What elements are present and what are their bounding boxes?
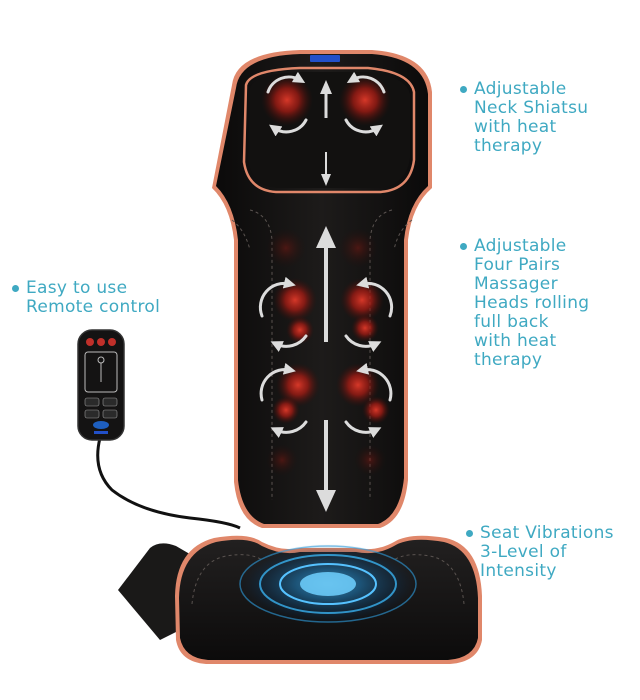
brand-logo (310, 55, 340, 62)
neck-heat-right (339, 74, 391, 126)
remote-cable (96, 437, 241, 530)
arrow-circle-icon (259, 362, 308, 438)
arrow-circle-icon (344, 71, 386, 137)
feature-line: full back (474, 312, 549, 332)
feature-line: Four Pairs (474, 255, 561, 275)
feature-line: 3-Level of (480, 542, 567, 562)
feature-line: Adjustable (474, 79, 567, 99)
feature-line: with heat (474, 331, 557, 351)
arrow-double-icon (320, 80, 332, 186)
neck-heat-left (261, 74, 313, 126)
feature-neck-shiatsu: Adjustable Neck Shiatsu with heat therap… (460, 79, 589, 156)
feature-line: Heads rolling (474, 293, 590, 313)
rotation-arrows (258, 71, 394, 438)
stitching (231, 209, 413, 500)
feature-line: with heat (474, 117, 557, 137)
feature-line: Neck Shiatsu (474, 98, 589, 118)
back-heat (340, 278, 384, 322)
arrow-circle-icon (344, 276, 394, 352)
feature-line: Massager (474, 274, 558, 294)
remote-control (77, 329, 125, 441)
feature-line: Remote control (26, 297, 161, 317)
feature-line: therapy (474, 136, 543, 156)
arrow-double-icon (316, 226, 336, 512)
arrow-circle-icon (258, 276, 308, 352)
feature-line: Easy to use (26, 278, 128, 298)
feature-line: therapy (474, 350, 543, 370)
feature-line: Intensity (480, 561, 557, 581)
feature-back-massager: Adjustable Four Pairs Massager Heads rol… (460, 236, 590, 370)
arrow-circle-icon (344, 362, 393, 438)
bullet-icon (12, 285, 19, 292)
back-heat (273, 278, 317, 322)
bullet-icon (460, 243, 467, 250)
bullet-icon (466, 530, 473, 537)
vibration-rings-icon (238, 544, 418, 624)
feature-line: Seat Vibrations (480, 523, 614, 543)
bullet-icon (460, 86, 467, 93)
arrow-circle-icon (266, 71, 308, 137)
feature-seat-vibration: Seat Vibrations 3-Level of Intensity (466, 523, 614, 581)
feature-remote-control: Easy to use Remote control (12, 278, 161, 317)
feature-line: Adjustable (474, 236, 567, 256)
